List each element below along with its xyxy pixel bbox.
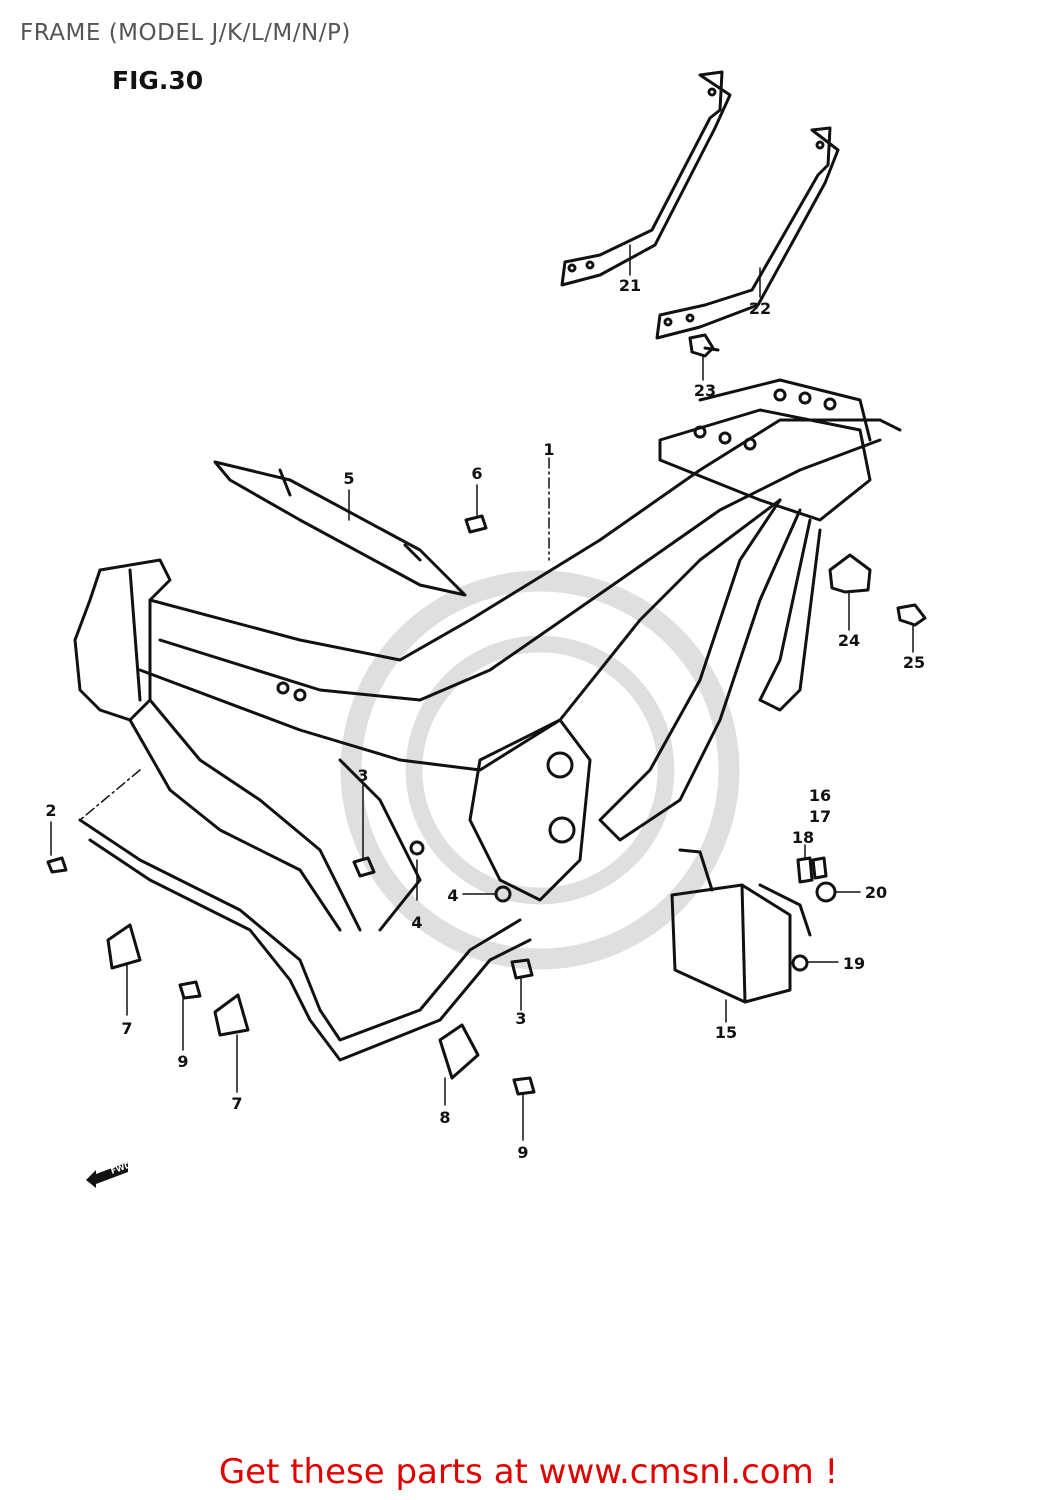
grab-rail-right <box>655 126 840 340</box>
callout-25: 25 <box>902 653 926 672</box>
callout-18: 18 <box>791 828 815 847</box>
callout-21: 21 <box>618 276 642 295</box>
plate-8 <box>438 1023 480 1080</box>
callout-9-right: 9 <box>517 1143 529 1162</box>
callout-8: 8 <box>439 1108 451 1127</box>
callout-1: 1 <box>543 440 555 459</box>
callout-19: 19 <box>842 954 866 973</box>
callout-15: 15 <box>714 1023 738 1042</box>
page-title: FRAME (MODEL J/K/L/M/N/P) <box>20 20 351 46</box>
plate-7-left <box>106 923 142 970</box>
grab-rail-left <box>560 70 732 287</box>
callout-16: 16 <box>808 786 832 805</box>
callout-4-upper: 4 <box>411 913 423 932</box>
bolt-3-upper <box>352 856 376 878</box>
callout-23: 23 <box>693 381 717 400</box>
callout-22: 22 <box>748 299 772 318</box>
bolt-9-right <box>512 1076 536 1096</box>
callout-7-left: 7 <box>121 1019 133 1038</box>
bolt-23 <box>688 333 720 358</box>
footer-link-text[interactable]: Get these parts at www.cmsnl.com ! <box>218 1452 839 1492</box>
bolt-6 <box>464 514 488 534</box>
callout-24: 24 <box>837 631 861 650</box>
callout-3-upper: 3 <box>357 766 369 785</box>
callout-9-left: 9 <box>177 1052 189 1071</box>
battery-case <box>670 848 812 1004</box>
bolt-3-lower <box>510 958 534 980</box>
callout-2: 2 <box>45 801 57 820</box>
callout-6: 6 <box>471 464 483 483</box>
bolt-16-17-18 <box>796 856 828 884</box>
plate-7-right <box>213 993 250 1037</box>
callout-4-lower: 4 <box>447 886 459 905</box>
callout-3-lower: 3 <box>515 1009 527 1028</box>
main-frame <box>73 378 902 1062</box>
callout-7-right: 7 <box>231 1094 243 1113</box>
callout-20: 20 <box>864 883 888 902</box>
bolt-25 <box>896 603 927 627</box>
grommet-19 <box>791 954 809 972</box>
nut-4-upper <box>409 840 425 856</box>
figure-number: FIG.30 <box>112 66 204 95</box>
bolt-2 <box>46 856 68 874</box>
cushion-20 <box>815 881 837 903</box>
nut-4-lower <box>494 885 512 903</box>
callout-5: 5 <box>343 469 355 488</box>
bolt-9-left <box>178 980 202 1000</box>
forward-arrow-icon: FWD <box>86 1160 132 1188</box>
cushion-24 <box>828 553 872 594</box>
leader-lines <box>50 244 914 1141</box>
callout-17: 17 <box>808 807 832 826</box>
